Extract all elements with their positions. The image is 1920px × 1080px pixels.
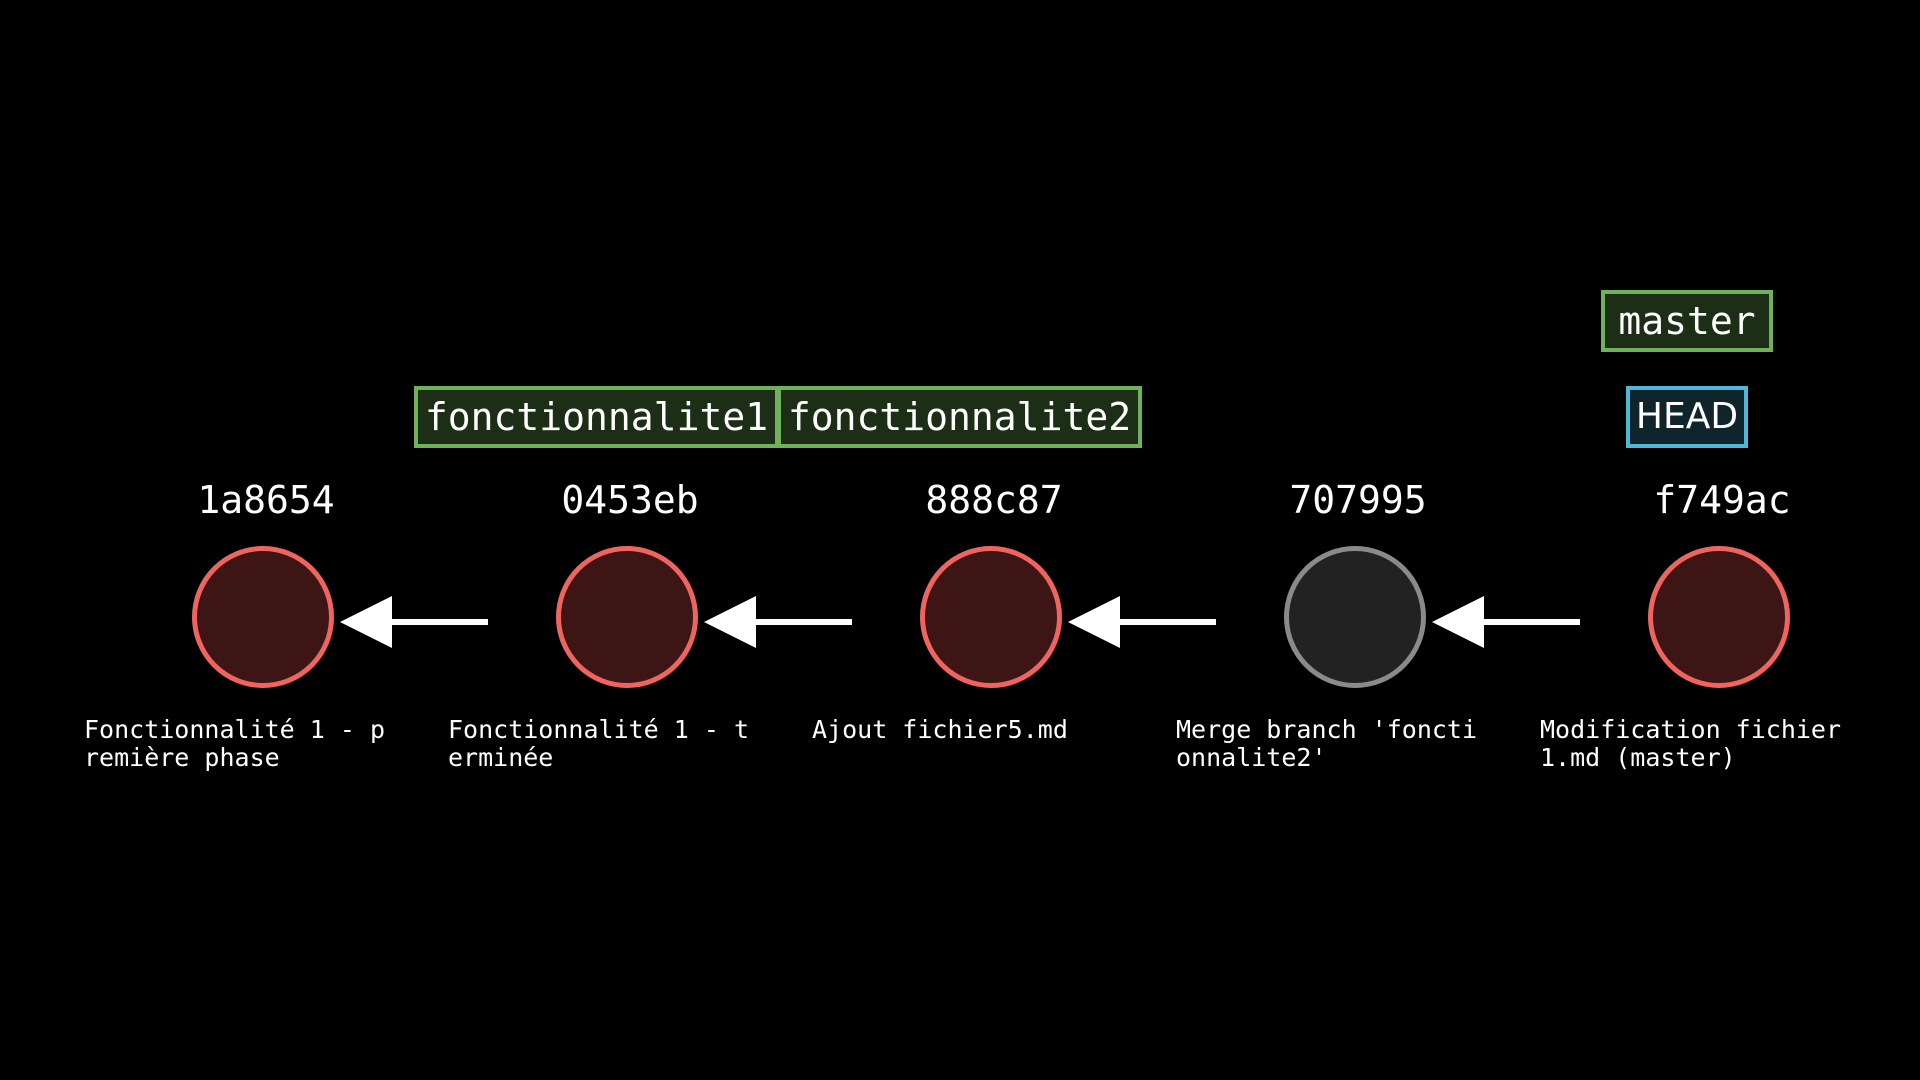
head-label: HEAD — [1626, 386, 1748, 448]
arrow-left-icon — [340, 596, 488, 648]
commit-node — [920, 546, 1062, 688]
commit-hash: 0453eb — [561, 478, 699, 522]
commit-node — [192, 546, 334, 688]
commit-hash: 1a8654 — [197, 478, 335, 522]
commit-message: Fonctionnalité 1 - t erminée — [448, 715, 750, 772]
arrow-left-icon — [1432, 596, 1580, 648]
commit-node — [556, 546, 698, 688]
commit-hash: f749ac — [1653, 478, 1791, 522]
commit-message: Merge branch 'foncti onnalite2' — [1176, 715, 1478, 772]
commit-message: Modification fichier 1.md (master) — [1540, 715, 1842, 772]
branch-label-master: master — [1601, 290, 1773, 352]
arrow-left-icon — [704, 596, 852, 648]
commit-node — [1648, 546, 1790, 688]
branch-label-fonctionnalite2: fonctionnalite2 — [777, 386, 1142, 448]
commit-hash: 707995 — [1289, 478, 1427, 522]
merge-commit-node — [1284, 546, 1426, 688]
commit-message: Ajout fichier5.md — [812, 715, 1068, 744]
commit-hash: 888c87 — [925, 478, 1063, 522]
commit-message: Fonctionnalité 1 - p remière phase — [84, 715, 386, 772]
arrow-left-icon — [1068, 596, 1216, 648]
branch-label-fonctionnalite1: fonctionnalite1 — [414, 386, 779, 448]
